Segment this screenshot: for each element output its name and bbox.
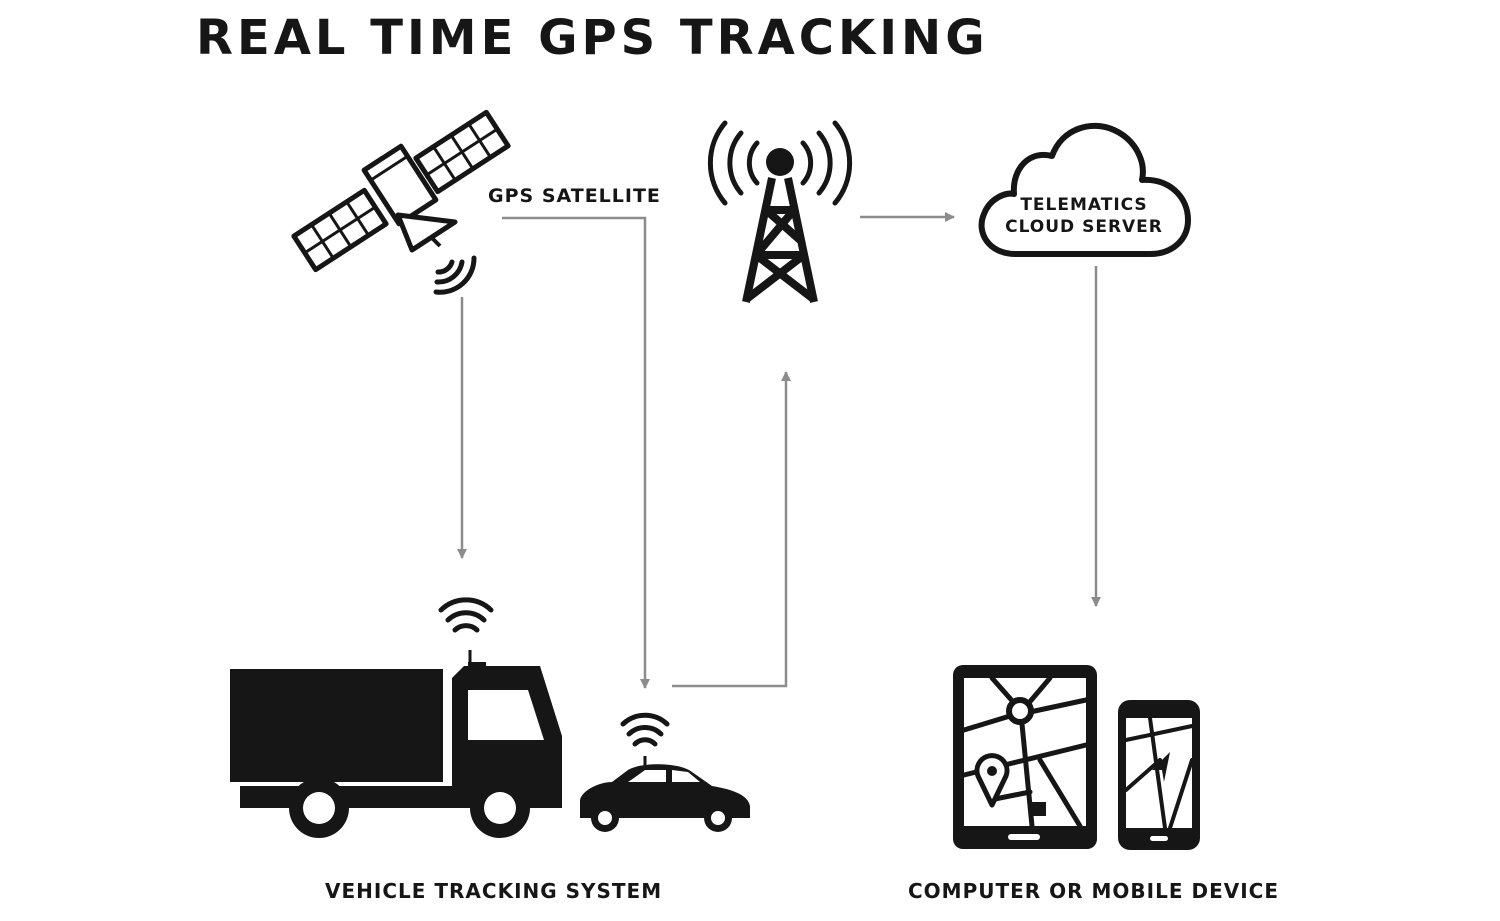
satellite-icon [291, 109, 511, 273]
vehicle-tracking-label: VEHICLE TRACKING SYSTEM [325, 879, 663, 903]
arrow-satellite-to-car [502, 216, 650, 689]
car-icon [580, 756, 750, 832]
gps-satellite-label: GPS SATELLITE [488, 185, 661, 207]
cloud-server-label-line1: TELEMATICS [1020, 195, 1148, 215]
cloud-icon [978, 122, 1191, 257]
page-title: REAL TIME GPS TRACKING [196, 10, 989, 66]
cell-tower-icon [707, 120, 853, 303]
car-wifi-signal-icon [620, 712, 670, 747]
arrow-car-to-tower [672, 371, 791, 688]
flow-arrows [457, 212, 1101, 689]
truck-icon [230, 650, 562, 838]
smartphone-map-icon [1118, 700, 1200, 850]
truck-wifi-signal-icon [438, 597, 494, 633]
tablet-map-icon [953, 665, 1097, 849]
device-label: COMPUTER OR MOBILE DEVICE [908, 879, 1279, 903]
cloud-server-label: TELEMATICS CLOUD SERVER [1000, 194, 1168, 238]
satellite-signal-icon [433, 255, 477, 295]
cloud-server-label-line2: CLOUD SERVER [1005, 217, 1163, 237]
